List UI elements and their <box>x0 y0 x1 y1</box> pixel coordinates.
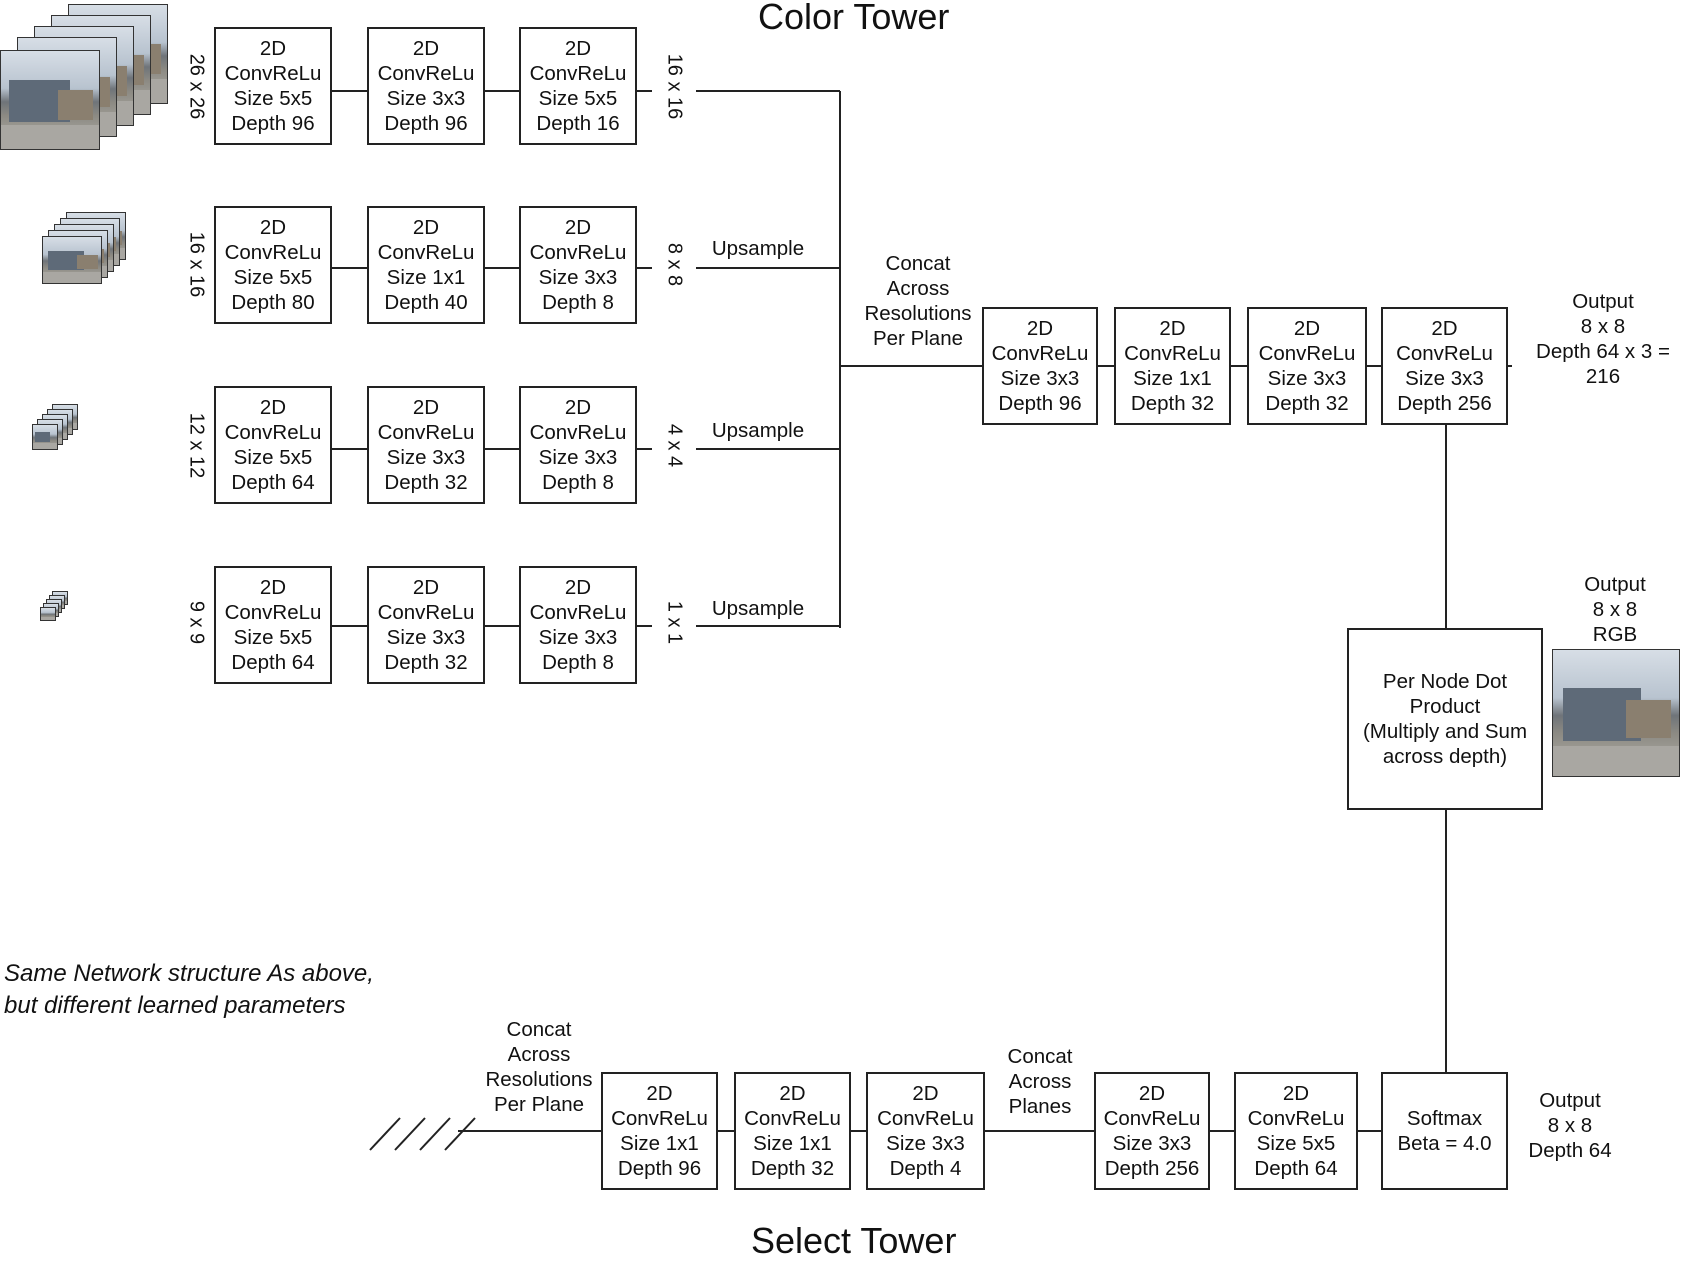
concat-resolutions-label: Concat Across Resolutions Per Plane <box>864 252 972 350</box>
color-conv-1: 2D ConvReLu Size 3x3 Depth 96 <box>982 307 1098 425</box>
input-size-label: 16 x 16 <box>185 231 208 298</box>
output-size-label: 4 x 4 <box>663 423 686 468</box>
select-conv-3: 2D ConvReLu Size 3x3 Depth 4 <box>866 1072 985 1190</box>
input-size-label: 9 x 9 <box>185 600 208 645</box>
conv-box-row3-3: 2D ConvReLu Size 3x3 Depth 8 <box>519 386 637 504</box>
color-tower-title: Color Tower <box>758 0 950 37</box>
color-output-label: Output 8 x 8 Depth 64 x 3 = 216 <box>1536 290 1670 388</box>
softmax-box: Softmax Beta = 4.0 <box>1381 1072 1508 1190</box>
conv-box-row2-3: 2D ConvReLu Size 3x3 Depth 8 <box>519 206 637 324</box>
dot-product-box: Per Node Dot Product (Multiply and Sum a… <box>1347 628 1543 810</box>
input-image-stack-9 <box>40 590 72 624</box>
input-size-label: 12 x 12 <box>185 412 208 479</box>
upsample-label: Upsample <box>711 597 805 620</box>
select-output-label: Output 8 x 8 Depth 64 <box>1528 1089 1612 1162</box>
output-size-label: 16 x 16 <box>663 53 686 120</box>
conv-box-row1-1: 2D ConvReLu Size 5x5 Depth 96 <box>214 27 332 145</box>
conv-box-row4-1: 2D ConvReLu Size 5x5 Depth 64 <box>214 566 332 684</box>
color-conv-4: 2D ConvReLu Size 3x3 Depth 256 <box>1381 307 1508 425</box>
conv-box-row4-2: 2D ConvReLu Size 3x3 Depth 32 <box>367 566 485 684</box>
conv-box-row4-3: 2D ConvReLu Size 3x3 Depth 8 <box>519 566 637 684</box>
conv-box-row2-2: 2D ConvReLu Size 1x1 Depth 40 <box>367 206 485 324</box>
input-image-stack-16 <box>42 210 132 290</box>
concat-resolutions-select-label: Concat Across Resolutions Per Plane <box>485 1018 593 1116</box>
conv-box-row1-3: 2D ConvReLu Size 5x5 Depth 16 <box>519 27 637 145</box>
conv-box-row1-2: 2D ConvReLu Size 3x3 Depth 96 <box>367 27 485 145</box>
select-conv-5: 2D ConvReLu Size 5x5 Depth 64 <box>1234 1072 1358 1190</box>
select-conv-2: 2D ConvReLu Size 1x1 Depth 32 <box>734 1072 851 1190</box>
conv-box-row3-1: 2D ConvReLu Size 5x5 Depth 64 <box>214 386 332 504</box>
conv-box-row3-2: 2D ConvReLu Size 3x3 Depth 32 <box>367 386 485 504</box>
select-conv-4: 2D ConvReLu Size 3x3 Depth 256 <box>1094 1072 1210 1190</box>
input-size-label: 26 x 26 <box>185 53 208 120</box>
color-conv-3: 2D ConvReLu Size 3x3 Depth 32 <box>1247 307 1367 425</box>
rgb-output-image <box>1552 649 1680 777</box>
input-image-stack-26 <box>0 2 170 152</box>
select-tower-note: Same Network structure As above, but dif… <box>4 960 374 1019</box>
select-tower-title: Select Tower <box>751 1220 957 1261</box>
input-image <box>0 50 100 150</box>
input-image <box>32 424 58 450</box>
rgb-output-label: Output 8 x 8 RGB <box>1584 573 1646 646</box>
upsample-label: Upsample <box>711 237 805 260</box>
output-size-label: 8 x 8 <box>663 242 686 287</box>
conv-box-row2-1: 2D ConvReLu Size 5x5 Depth 80 <box>214 206 332 324</box>
select-conv-1: 2D ConvReLu Size 1x1 Depth 96 <box>601 1072 718 1190</box>
color-conv-2: 2D ConvReLu Size 1x1 Depth 32 <box>1114 307 1231 425</box>
input-image <box>40 607 56 621</box>
output-size-label: 1 x 1 <box>663 600 686 645</box>
input-image-stack-12 <box>32 402 82 452</box>
concat-planes-label: Concat Across Planes <box>1007 1045 1073 1118</box>
input-image <box>42 236 102 284</box>
upsample-label: Upsample <box>711 419 805 442</box>
